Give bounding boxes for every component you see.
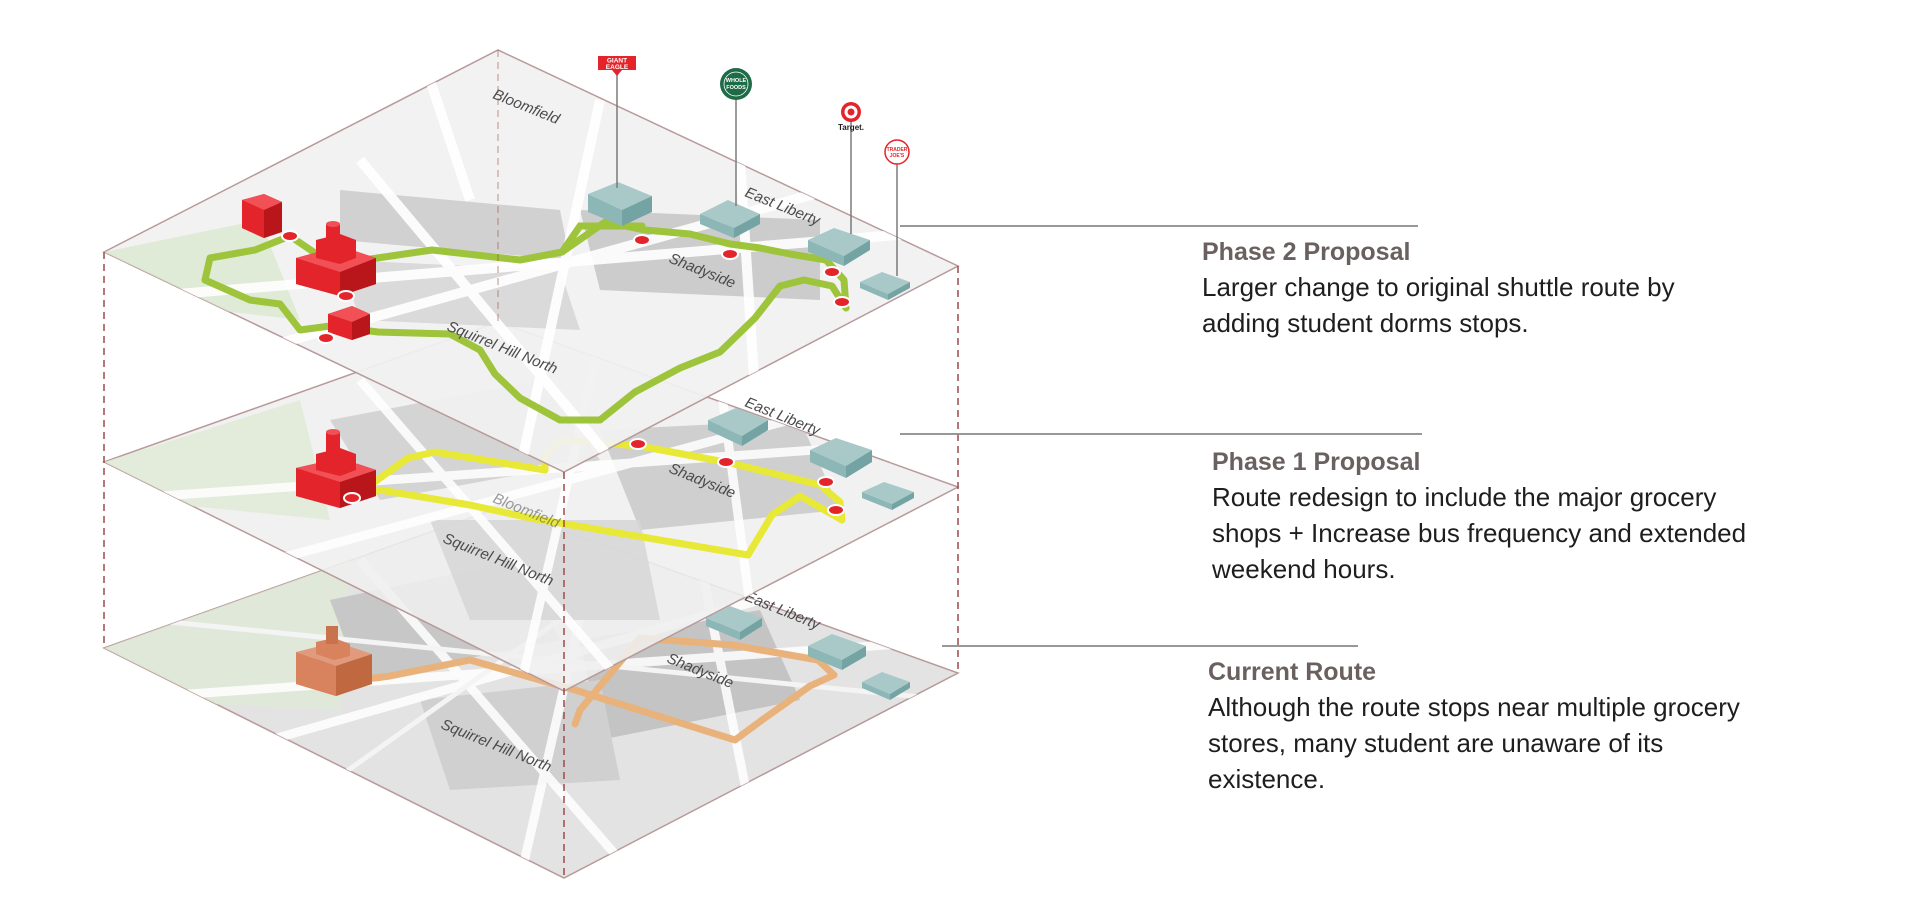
phase2-bus-stops (281, 230, 851, 344)
layer-frame-dashed (103, 50, 959, 878)
bus-stop (317, 332, 335, 344)
layer-phase2: Bloomfield East Liberty Shadyside Squirr… (102, 49, 960, 473)
bus-stop (827, 504, 845, 516)
bus-stop (817, 476, 835, 488)
trader-joes-logo: TRADER JOE'S (884, 139, 910, 165)
bus-stop (343, 492, 361, 504)
phase1-line-1: Route redesign to include the major groc… (1212, 482, 1716, 512)
svg-text:JOE'S: JOE'S (890, 153, 905, 159)
phase2-dorm-building-small (328, 306, 370, 340)
phase1-dorm-building (296, 429, 376, 508)
phase2-description: Phase 2 Proposal Larger change to origin… (1202, 238, 1675, 338)
bus-stop (337, 290, 355, 302)
current-line-2: stores, many student are unaware of its (1208, 728, 1663, 758)
bus-stop (833, 296, 851, 308)
giant-eagle-logo: GIANT EAGLE (598, 56, 636, 76)
bus-stop (281, 230, 299, 242)
current-route-description: Current Route Although the route stops n… (1208, 658, 1740, 794)
phase1-title: Phase 1 Proposal (1212, 448, 1420, 476)
svg-text:WHOLE: WHOLE (726, 78, 747, 84)
svg-text:EAGLE: EAGLE (606, 64, 629, 71)
phase2-dorm-building-main (296, 221, 376, 296)
svg-text:Target.: Target. (838, 123, 864, 132)
bus-stop (823, 266, 841, 278)
bus-stop (717, 456, 735, 468)
current-line-3: existence. (1208, 764, 1325, 794)
whole-foods-logo: WHOLE FOODS (720, 68, 752, 100)
bus-stop (721, 248, 739, 260)
phase2-line-1: Larger change to original shuttle route … (1202, 272, 1675, 302)
store-pins: GIANT EAGLE WHOLE FOODS Target. TRADER J… (598, 56, 910, 276)
phase2-title: Phase 2 Proposal (1202, 238, 1410, 266)
phase1-line-2: shops + Increase bus frequency and exten… (1212, 518, 1746, 548)
phase1-grocery-buildings (708, 408, 914, 510)
current-title: Current Route (1208, 658, 1376, 686)
guide-lines (900, 225, 1422, 647)
phase2-grocery-buildings (588, 182, 910, 300)
phase1-route-line (348, 436, 846, 559)
phase1-description: Phase 1 Proposal Route redesign to inclu… (1211, 448, 1746, 584)
current-dorm-building (296, 626, 372, 696)
phase1-bus-stops (343, 438, 845, 516)
svg-text:GIANT: GIANT (607, 58, 627, 65)
svg-text:FOODS: FOODS (726, 85, 746, 91)
svg-text:TRADER: TRADER (887, 147, 908, 153)
target-logo: Target. (838, 102, 864, 132)
current-grocery-buildings (706, 606, 910, 700)
phase2-line-2: adding student dorms stops. (1202, 308, 1529, 338)
bus-stop (633, 234, 651, 246)
phase2-dorm-building-left (242, 194, 282, 238)
current-line-1: Although the route stops near multiple g… (1208, 692, 1740, 722)
phase2-route-line (201, 218, 850, 424)
phase1-line-3: weekend hours. (1211, 554, 1396, 584)
bus-stop (629, 438, 647, 450)
